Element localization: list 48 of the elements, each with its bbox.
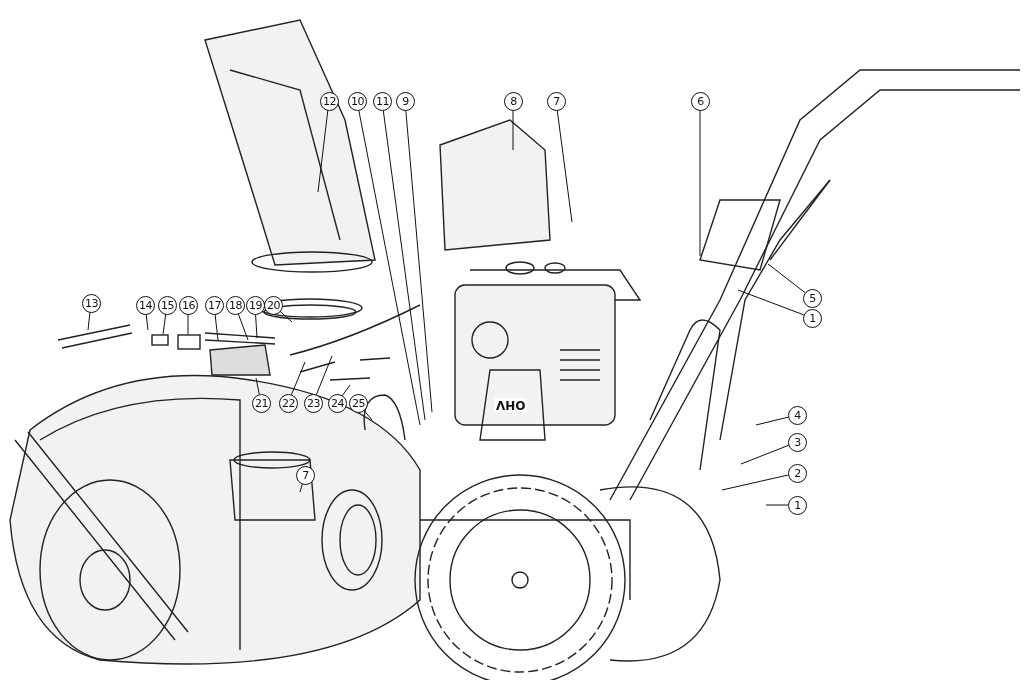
callout-number: 4 xyxy=(788,406,807,425)
leader-line xyxy=(315,355,333,396)
leader-line xyxy=(721,474,789,491)
leader-line xyxy=(755,416,789,426)
callout-number: 13 xyxy=(82,294,101,313)
leader-line xyxy=(255,313,258,339)
callout-number: 15 xyxy=(158,296,177,315)
callout-number: 25 xyxy=(349,394,368,413)
leader-line xyxy=(187,313,189,335)
leader-line xyxy=(358,109,421,426)
leader-line xyxy=(279,310,293,323)
leader-line xyxy=(341,384,351,397)
leader-line xyxy=(255,377,260,395)
callout-number: 1 xyxy=(803,309,822,328)
callout-number: 3 xyxy=(788,433,807,452)
leader-line xyxy=(317,109,329,193)
leader-line xyxy=(162,313,167,335)
callout-number: 10 xyxy=(348,92,367,111)
leader-line xyxy=(512,109,514,151)
callout-number: 18 xyxy=(226,296,245,315)
leader-line xyxy=(740,444,790,465)
leader-line xyxy=(699,109,701,257)
callout-number: 5 xyxy=(803,289,822,308)
leader-line xyxy=(765,504,789,506)
leader-line xyxy=(87,311,91,331)
callout-number: 17 xyxy=(205,296,224,315)
callout-number: 11 xyxy=(373,92,392,111)
leader-line xyxy=(556,109,573,223)
callout-number: 19 xyxy=(246,296,265,315)
leader-line xyxy=(382,109,426,421)
leader-line xyxy=(145,313,149,331)
callout-number: 6 xyxy=(691,92,710,111)
leader-line xyxy=(737,289,805,316)
leader-line xyxy=(214,313,219,341)
callout-number: 7 xyxy=(547,92,566,111)
leader-line xyxy=(290,361,306,396)
leader-line xyxy=(363,409,373,421)
callout-number: 20 xyxy=(264,296,283,315)
callout-number: 14 xyxy=(136,296,155,315)
callout-number: 2 xyxy=(788,464,807,483)
callout-number: 16 xyxy=(179,296,198,315)
leader-line xyxy=(299,483,303,493)
leader-line xyxy=(405,109,433,413)
callout-number: 8 xyxy=(504,92,523,111)
leader-line xyxy=(767,263,806,293)
callout-number: 1 xyxy=(788,496,807,515)
callout-number: 9 xyxy=(396,92,415,111)
engine-badge-text: OHV xyxy=(495,398,527,412)
